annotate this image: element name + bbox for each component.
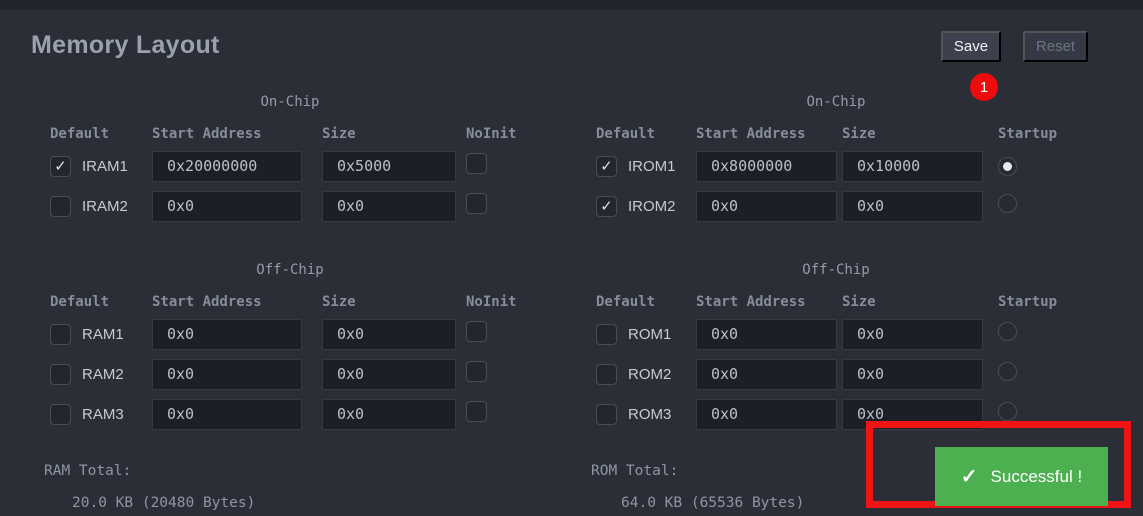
header-noinit: NoInit (466, 294, 517, 310)
table-row-iram2: IRAM2 (50, 190, 530, 222)
header-startup: Startup (998, 126, 1058, 142)
size-input-irom1[interactable] (842, 150, 983, 182)
row-label-irom1: IROM1 (628, 157, 676, 175)
header-startup: Startup (998, 294, 1058, 310)
page-title: Memory Layout (31, 31, 220, 59)
noinit-checkbox-ram2[interactable] (466, 361, 487, 382)
startup-radio-rom1[interactable] (998, 322, 1017, 341)
size-input-iram1[interactable] (322, 150, 456, 182)
noinit-checkbox-iram2[interactable] (466, 193, 487, 214)
startup-radio-irom1[interactable] (998, 156, 1017, 176)
ram-header-row: Default Start Address Size NoInit (50, 294, 530, 310)
default-checkbox-irom1[interactable] (596, 155, 617, 177)
section-title-offchip: Off-Chip (256, 262, 324, 278)
row-label-ram2: RAM2 (82, 365, 124, 383)
size-input-rom1[interactable] (842, 318, 983, 350)
rom-header-row: Default Start Address Size Startup (596, 294, 1076, 310)
default-checkbox-irom2[interactable] (596, 195, 617, 217)
noinit-checkbox-ram1[interactable] (466, 321, 487, 342)
row-label-ram3: RAM3 (82, 405, 124, 423)
size-input-ram3[interactable] (322, 398, 456, 430)
start-address-input-rom1[interactable] (696, 318, 837, 350)
start-address-input-irom2[interactable] (696, 190, 837, 222)
table-row-rom2: ROM2 (596, 358, 1076, 390)
reset-button[interactable]: Reset (1023, 31, 1088, 62)
check-icon: ✓ (960, 466, 978, 488)
ram-panel: On-Chip Default Start Address Size NoIni… (50, 94, 530, 438)
default-checkbox-ram3[interactable] (50, 403, 71, 425)
startup-radio-rom2[interactable] (998, 362, 1017, 381)
iram-header-row: Default Start Address Size NoInit (50, 126, 530, 142)
row-label-ram1: RAM1 (82, 325, 124, 343)
table-row-rom3: ROM3 (596, 398, 1076, 430)
annotation-badge-1: 1 (970, 73, 998, 101)
default-checkbox-rom3[interactable] (596, 403, 617, 425)
rom-total-label: ROM Total: (591, 463, 679, 479)
header-size: Size (842, 294, 876, 310)
row-label-iram1: IRAM1 (82, 157, 128, 175)
header-noinit: NoInit (466, 126, 517, 142)
default-checkbox-iram1[interactable] (50, 155, 71, 177)
row-label-rom1: ROM1 (628, 325, 672, 343)
start-address-input-irom1[interactable] (696, 150, 837, 182)
toast-message: Successful ! (990, 466, 1083, 486)
header-default: Default (596, 126, 656, 142)
section-title-offchip: Off-Chip (802, 262, 870, 278)
row-label-rom3: ROM3 (628, 405, 672, 423)
header-size: Size (322, 294, 356, 310)
start-address-input-ram1[interactable] (152, 318, 302, 350)
size-input-irom2[interactable] (842, 190, 983, 222)
header-default: Default (50, 126, 110, 142)
table-row-ram2: RAM2 (50, 358, 530, 390)
row-label-rom2: ROM2 (628, 365, 672, 383)
table-row-rom1: ROM1 (596, 318, 1076, 350)
start-address-input-rom3[interactable] (696, 398, 837, 430)
default-checkbox-rom1[interactable] (596, 323, 617, 345)
success-toast: ✓ Successful ! (935, 447, 1108, 506)
startup-radio-rom3[interactable] (998, 402, 1017, 421)
row-label-irom2: IROM2 (628, 197, 676, 215)
size-input-rom2[interactable] (842, 358, 983, 390)
header-size: Size (842, 126, 876, 142)
window-top-strip (0, 0, 1143, 10)
header-start-address: Start Address (696, 294, 806, 310)
start-address-input-rom2[interactable] (696, 358, 837, 390)
table-row-irom2: IROM2 (596, 190, 1076, 222)
header-start-address: Start Address (152, 126, 262, 142)
start-address-input-iram2[interactable] (152, 190, 302, 222)
header-size: Size (322, 126, 356, 142)
header-default: Default (50, 294, 110, 310)
rom-total-value: 64.0 KB (65536 Bytes) (621, 495, 805, 511)
default-checkbox-iram2[interactable] (50, 195, 71, 217)
table-row-irom1: IROM1 (596, 150, 1076, 182)
save-button[interactable]: Save (941, 31, 1001, 62)
header-start-address: Start Address (696, 126, 806, 142)
row-label-iram2: IRAM2 (82, 197, 128, 215)
rom-panel: On-Chip Default Start Address Size Start… (596, 94, 1076, 438)
ram-total-label: RAM Total: (44, 463, 132, 479)
default-checkbox-ram2[interactable] (50, 363, 71, 385)
ram-total-value: 20.0 KB (20480 Bytes) (72, 495, 256, 511)
startup-radio-irom2[interactable] (998, 194, 1017, 213)
size-input-ram2[interactable] (322, 358, 456, 390)
start-address-input-ram3[interactable] (152, 398, 302, 430)
size-input-ram1[interactable] (322, 318, 456, 350)
noinit-checkbox-ram3[interactable] (466, 401, 487, 422)
section-title-onchip: On-Chip (260, 94, 320, 110)
header-start-address: Start Address (152, 294, 262, 310)
header-default: Default (596, 294, 656, 310)
irom-header-row: Default Start Address Size Startup (596, 126, 1076, 142)
size-input-iram2[interactable] (322, 190, 456, 222)
default-checkbox-ram1[interactable] (50, 323, 71, 345)
section-title-onchip: On-Chip (806, 94, 866, 110)
table-row-ram1: RAM1 (50, 318, 530, 350)
start-address-input-ram2[interactable] (152, 358, 302, 390)
start-address-input-iram1[interactable] (152, 150, 302, 182)
table-row-iram1: IRAM1 (50, 150, 530, 182)
table-row-ram3: RAM3 (50, 398, 530, 430)
default-checkbox-rom2[interactable] (596, 363, 617, 385)
noinit-checkbox-iram1[interactable] (466, 153, 487, 174)
